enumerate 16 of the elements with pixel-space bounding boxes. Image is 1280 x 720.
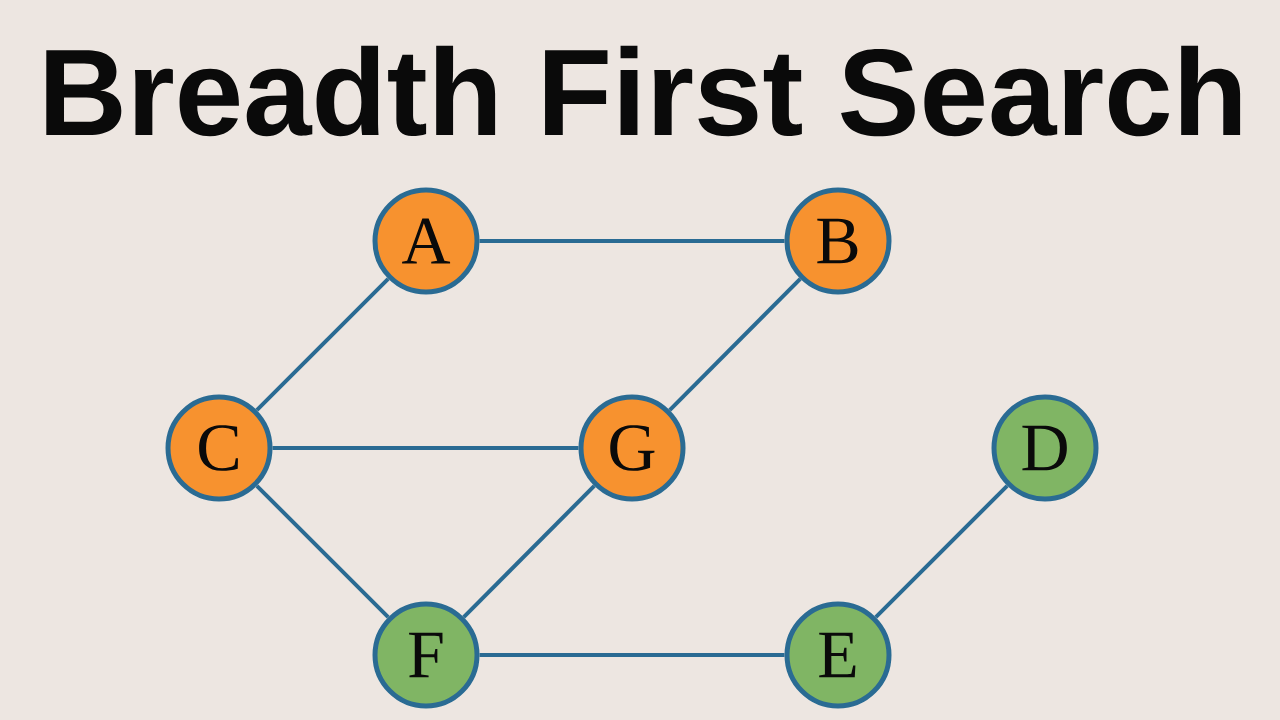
edge-line	[272, 446, 579, 450]
edge-line	[668, 277, 802, 412]
edge-line	[874, 484, 1009, 619]
edge-line	[479, 653, 785, 657]
graph-node: E	[784, 601, 892, 709]
graph-node: B	[784, 187, 892, 295]
graph-node: C	[165, 394, 273, 502]
graph-node: A	[372, 187, 480, 295]
edge-line	[462, 484, 596, 619]
title: Breadth First Search	[46, 45, 1241, 137]
graph-node: F	[372, 601, 480, 709]
edge-line	[255, 277, 390, 412]
graph-node: D	[991, 394, 1099, 502]
edge-line	[255, 484, 390, 619]
edge-line	[479, 239, 785, 243]
graph-node: G	[578, 394, 686, 502]
